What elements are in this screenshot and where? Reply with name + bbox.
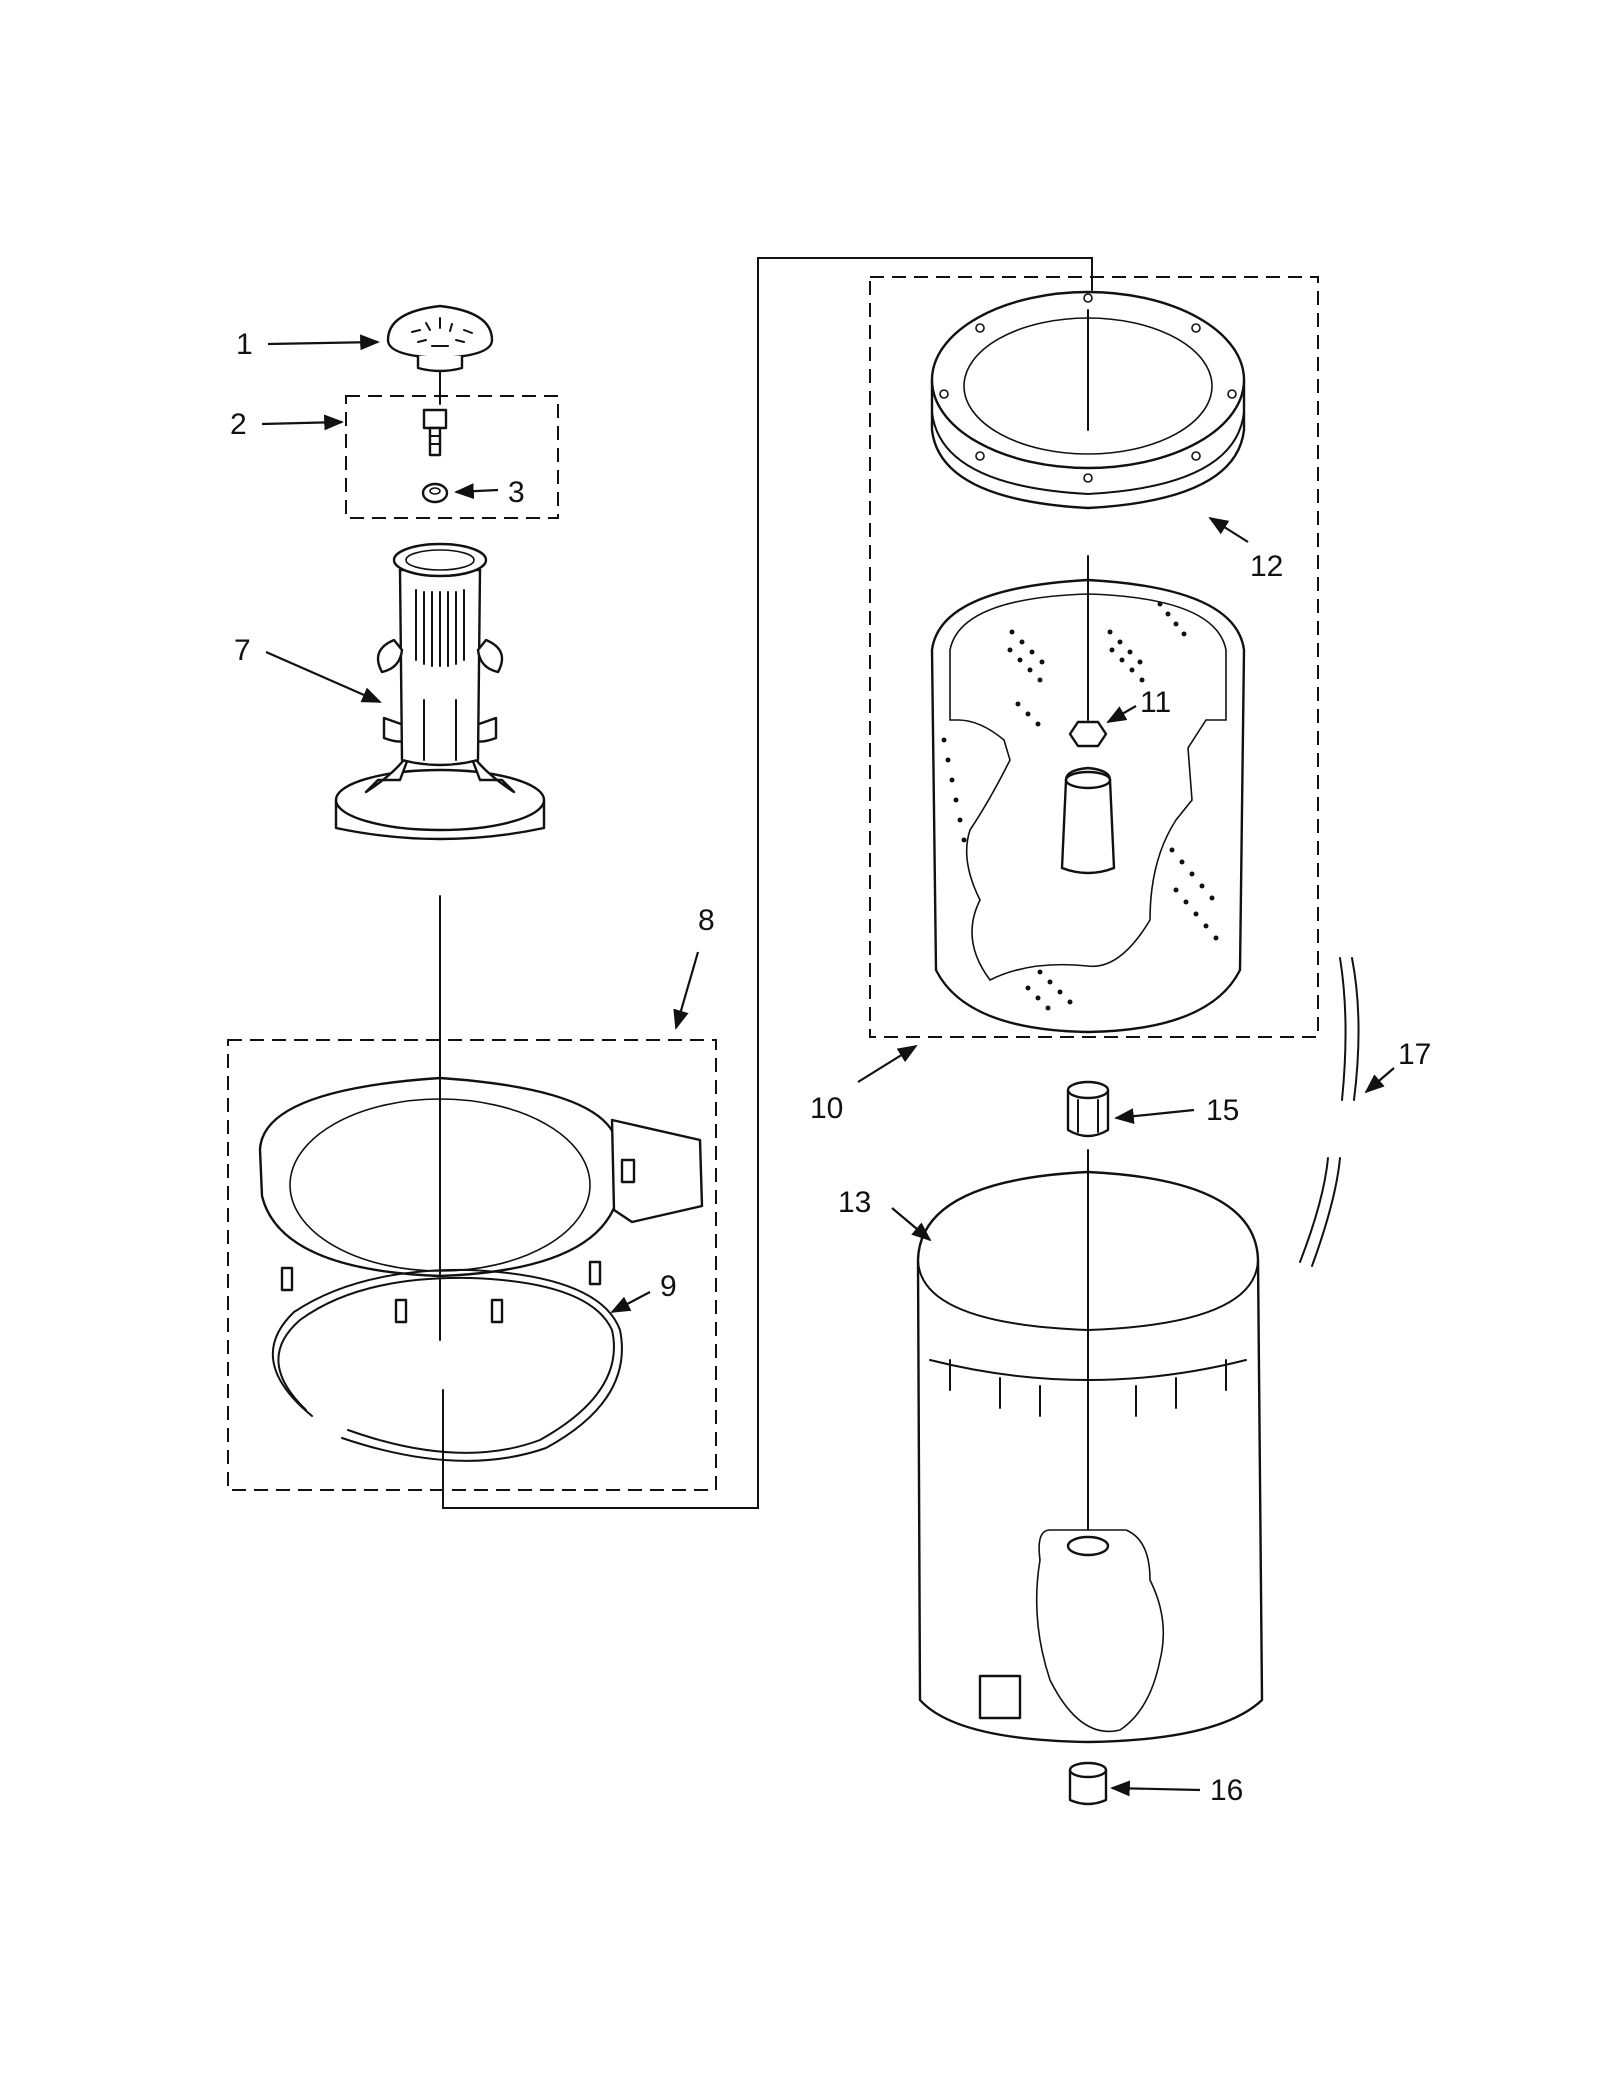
callout-8: 8 <box>698 904 715 937</box>
callout-11: 11 <box>1140 686 1171 719</box>
callout-arrows <box>261 334 1395 1797</box>
ring-clamp-part <box>271 1268 623 1462</box>
hose-part <box>1299 957 1360 1267</box>
callout-13: 13 <box>838 1186 871 1219</box>
callout-1: 1 <box>236 328 253 361</box>
callout-12: 12 <box>1250 550 1283 583</box>
group-box-10 <box>869 276 1319 1038</box>
agitator-cap-part <box>386 304 494 373</box>
callout-2: 2 <box>230 408 247 441</box>
seal-part <box>1066 1080 1110 1138</box>
group-box-2 <box>345 395 559 519</box>
connector-line <box>442 257 1093 1509</box>
group-box-8 <box>227 1039 717 1491</box>
agitator-part <box>334 542 546 841</box>
callout-7: 7 <box>234 634 251 667</box>
callout-3: 3 <box>508 476 525 509</box>
tub-ring-part <box>258 1076 704 1324</box>
callout-16: 16 <box>1210 1774 1243 1807</box>
washer-part <box>421 482 449 504</box>
basket-part <box>930 578 1246 1034</box>
callout-17: 17 <box>1398 1038 1431 1071</box>
tub-part <box>916 1170 1264 1744</box>
callout-9: 9 <box>660 1270 677 1303</box>
drain-plug-part <box>1068 1761 1108 1806</box>
callout-10: 10 <box>810 1092 843 1125</box>
bolt-part <box>422 408 448 457</box>
callout-15: 15 <box>1206 1094 1239 1127</box>
